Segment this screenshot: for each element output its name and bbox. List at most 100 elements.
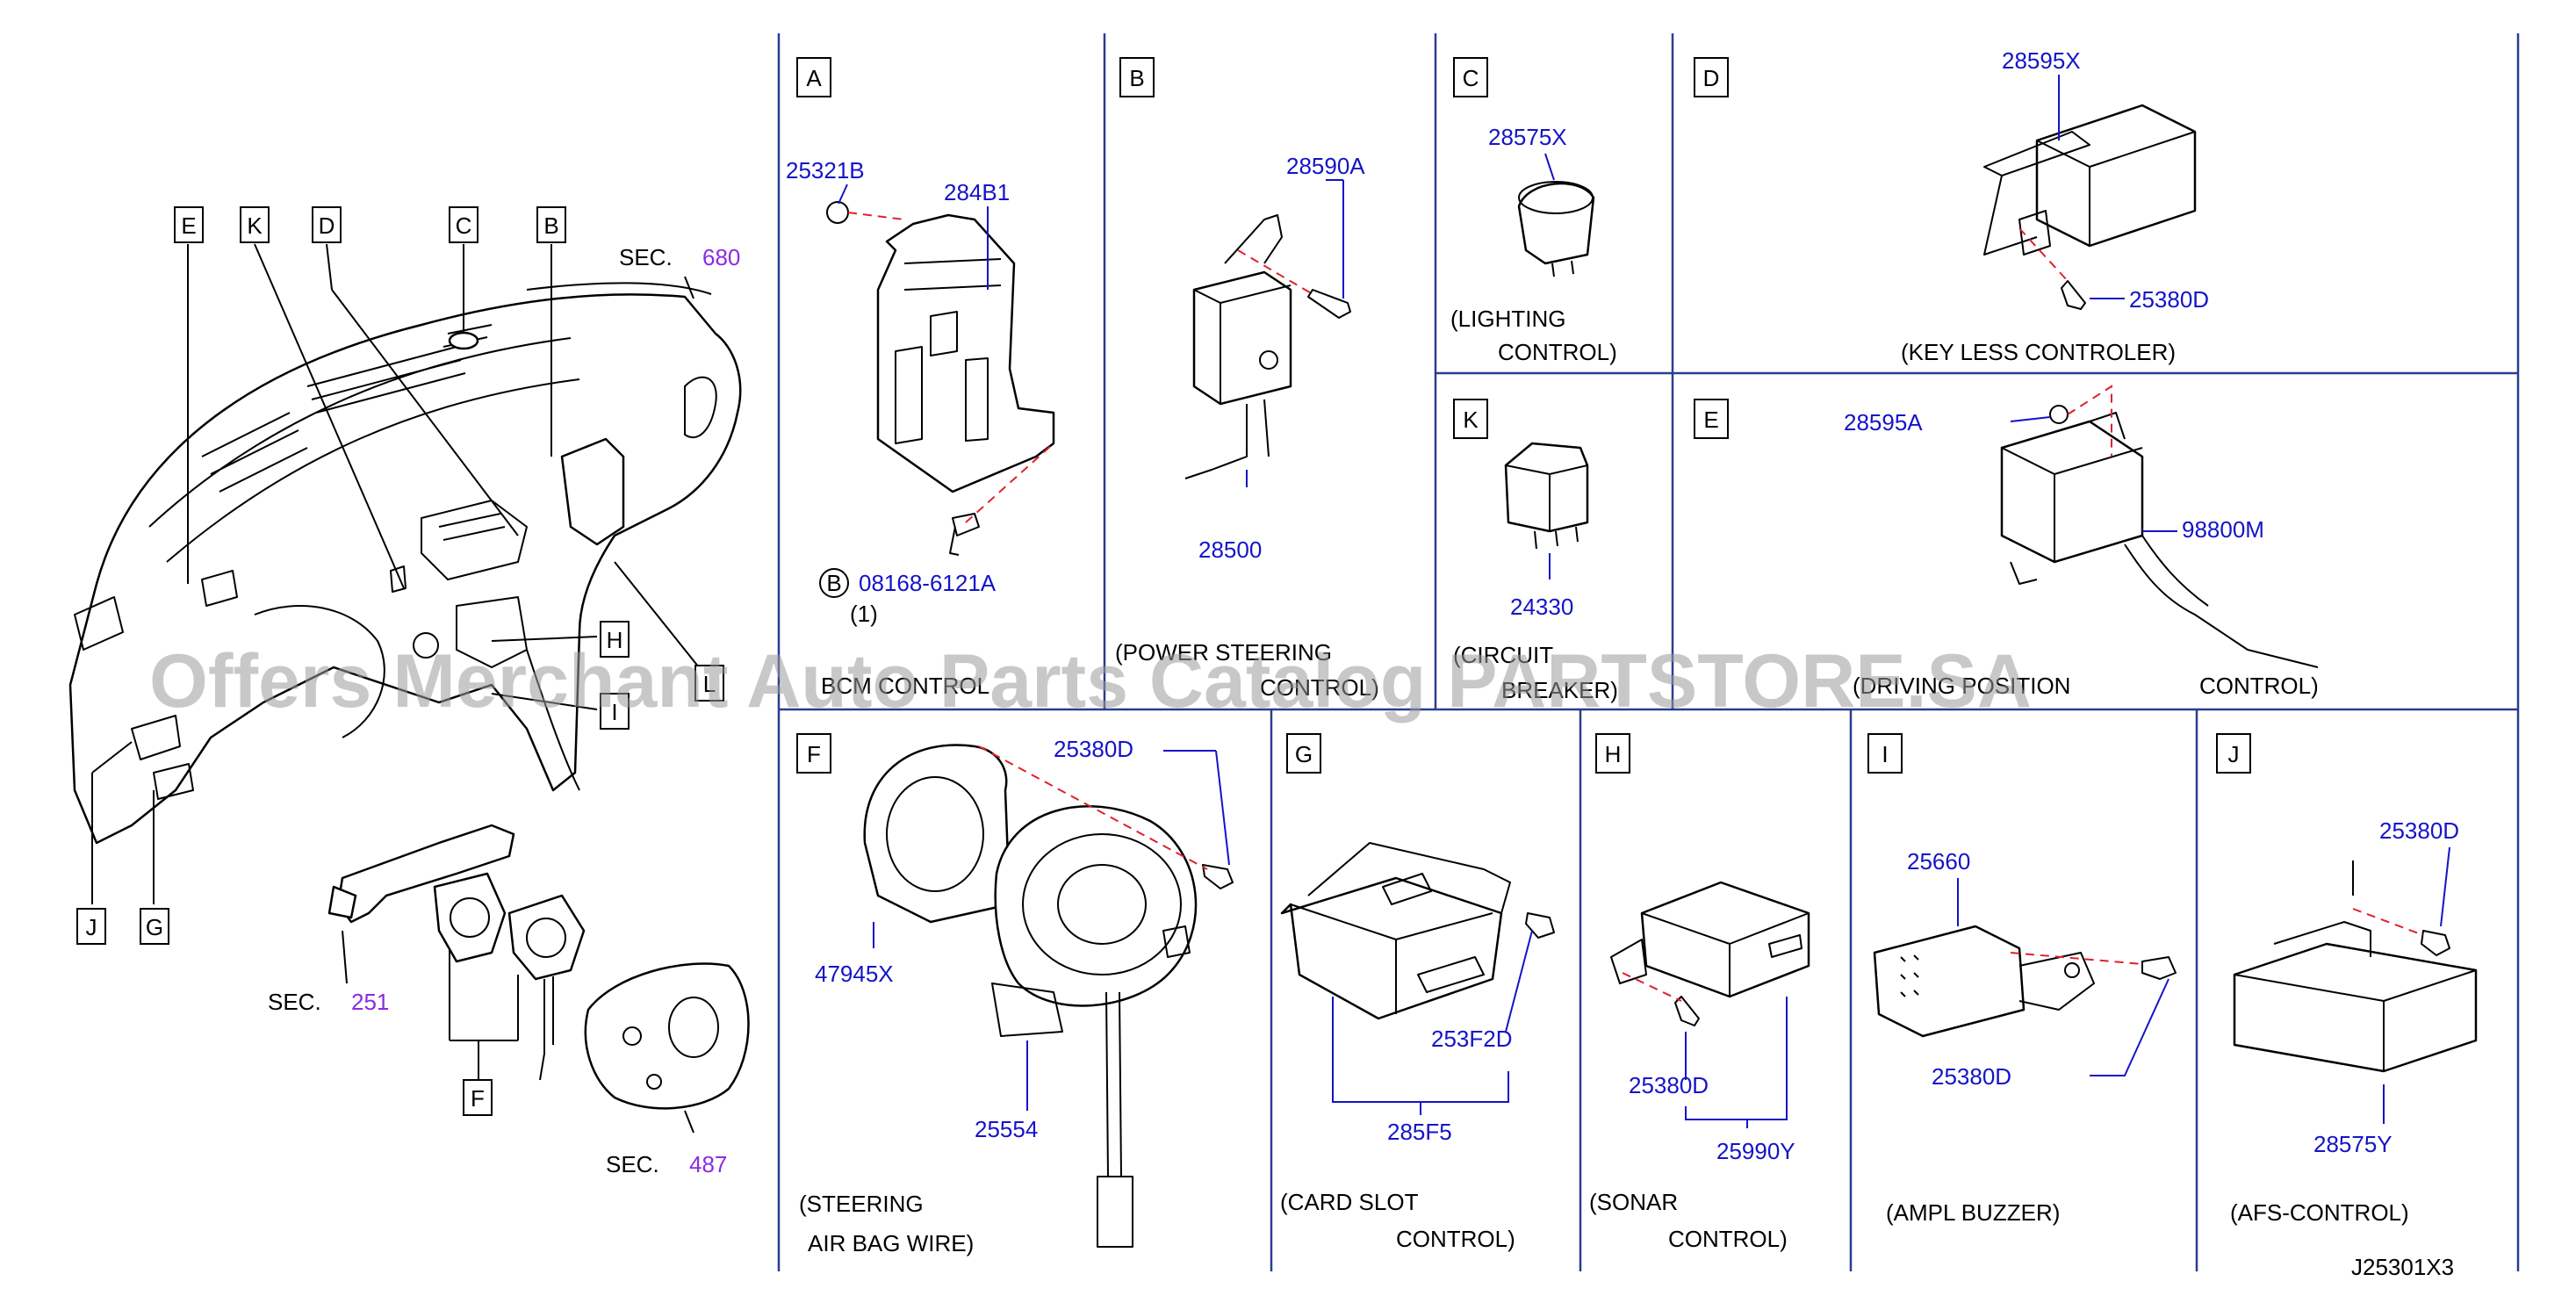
svg-text:AIR BAG WIRE): AIR BAG WIRE) (808, 1230, 974, 1256)
svg-text:25380D: 25380D (2129, 286, 2209, 313)
svg-text:G: G (1295, 741, 1313, 767)
callout-B: B (536, 206, 566, 243)
svg-text:24330: 24330 (1510, 594, 1573, 620)
panel-D: D 28595X 25380D (KEY LESS CONTROLER) (1694, 47, 2209, 365)
svg-text:25380D: 25380D (2379, 817, 2459, 844)
svg-text:(STEERING: (STEERING (799, 1191, 924, 1217)
watermark: Offers Merchant Auto Parts Catalog PARTS… (149, 639, 2032, 723)
svg-text:(LIGHTING: (LIGHTING (1450, 306, 1565, 332)
svg-text:D: D (319, 212, 335, 239)
callout-H: H (600, 621, 630, 658)
svg-text:28575X: 28575X (1488, 124, 1567, 150)
svg-text:25990Y: 25990Y (1716, 1138, 1795, 1164)
svg-text:(CARD SLOT: (CARD SLOT (1280, 1189, 1419, 1215)
svg-text:E: E (181, 212, 196, 239)
svg-text:28500: 28500 (1198, 536, 1262, 563)
diagram-code: J25301X3 (2351, 1254, 2454, 1280)
svg-text:25660: 25660 (1907, 848, 1970, 875)
svg-text:25380D: 25380D (1932, 1063, 2011, 1090)
svg-text:25554: 25554 (975, 1116, 1038, 1142)
svg-text:25380D: 25380D (1629, 1072, 1709, 1098)
svg-text:28575Y: 28575Y (2313, 1131, 2393, 1157)
panel-I: I 25660 25380D (AMPL BUZZER) (1867, 733, 2177, 1226)
panel-J: J 25380D 28575Y (AFS-CONTROL) (2216, 733, 2478, 1226)
svg-text:251: 251 (351, 989, 389, 1015)
svg-text:285F5: 285F5 (1387, 1119, 1452, 1145)
panel-C: C 28575X (LIGHTING CONTROL) (1450, 57, 1617, 365)
svg-text:F: F (807, 741, 821, 767)
svg-text:(DRIVING POSITION: (DRIVING POSITION (1853, 673, 2070, 699)
svg-text:B: B (1129, 65, 1144, 91)
svg-text:J: J (86, 914, 97, 940)
svg-text:G: G (146, 914, 163, 940)
svg-text:25380D: 25380D (1054, 736, 1133, 762)
svg-text:E: E (1703, 407, 1718, 433)
svg-text:D: D (1703, 65, 1720, 91)
svg-text:B: B (543, 212, 558, 239)
panel-A: A 25321B 284B1 B 08168-6121A (1) BCM CON… (786, 57, 1055, 699)
callout-C: C (449, 206, 479, 243)
svg-text:C: C (456, 212, 472, 239)
callout-F: F (463, 1079, 493, 1116)
sec-680-label: SEC. 680 (619, 244, 740, 270)
svg-text:08168-6121A: 08168-6121A (859, 570, 997, 596)
svg-text:28595X: 28595X (2002, 47, 2081, 74)
callout-K: K (240, 206, 270, 243)
svg-text:487: 487 (689, 1151, 727, 1177)
panel-E: E 28595A 98800M (DRIVING POSITION CONTRO… (1694, 385, 2319, 699)
svg-text:CONTROL): CONTROL) (2199, 673, 2319, 699)
svg-text:28595A: 28595A (1844, 409, 1923, 436)
callout-J: J (76, 908, 106, 945)
panel-G: G 253F2D 285F5 (CARD SLOT CONTROL) (1280, 733, 1555, 1252)
svg-text:(KEY LESS CONTROLER): (KEY LESS CONTROLER) (1901, 339, 2176, 365)
panel-grid (777, 33, 2520, 1271)
svg-text:C: C (1463, 65, 1479, 91)
svg-text:I: I (611, 699, 617, 725)
callout-E: E (174, 206, 204, 243)
callout-D: D (312, 206, 342, 243)
svg-text:H: H (1605, 741, 1622, 767)
svg-text:253F2D: 253F2D (1431, 1026, 1513, 1052)
svg-text:(AFS-CONTROL): (AFS-CONTROL) (2230, 1199, 2409, 1226)
svg-text:(AMPL BUZZER): (AMPL BUZZER) (1886, 1199, 2060, 1226)
panel-F: F 25380D 47945X 25554 (STEERING AIR BAG … (796, 733, 1234, 1256)
dashboard-overview: E K D C B H I L J G F SEC. 680 SEC. 251 … (68, 206, 750, 1177)
svg-text:284B1: 284B1 (944, 179, 1010, 205)
svg-text:CONTROL): CONTROL) (1260, 674, 1379, 701)
svg-text:A: A (806, 65, 822, 91)
svg-text:BCM CONTROL: BCM CONTROL (821, 673, 989, 699)
svg-text:BREAKER): BREAKER) (1501, 677, 1618, 703)
svg-text:SEC.: SEC. (268, 989, 321, 1015)
svg-text:SEC.: SEC. (606, 1151, 659, 1177)
svg-text:CONTROL): CONTROL) (1668, 1226, 1788, 1252)
svg-text:CONTROL): CONTROL) (1498, 339, 1617, 365)
sec-487-label: SEC. 487 (606, 1151, 727, 1177)
svg-text:H: H (607, 627, 623, 653)
svg-text:25321B: 25321B (786, 157, 865, 184)
svg-text:B: B (826, 570, 841, 596)
svg-text:47945X: 47945X (815, 961, 894, 987)
svg-text:(CIRCUIT: (CIRCUIT (1453, 642, 1553, 668)
svg-text:680: 680 (702, 244, 740, 270)
svg-text:28590A: 28590A (1286, 153, 1365, 179)
svg-text:F: F (471, 1085, 485, 1112)
callout-I: I (600, 693, 630, 730)
svg-text:(POWER STEERING: (POWER STEERING (1115, 639, 1332, 666)
panel-B: B 28590A 28500 (POWER STEERING CONTROL) (1115, 57, 1379, 701)
panel-H: H 25380D 25990Y (SONAR CONTROL) (1589, 733, 1810, 1252)
svg-text:J: J (2228, 741, 2240, 767)
svg-text:CONTROL): CONTROL) (1396, 1226, 1515, 1252)
svg-text:I: I (1882, 741, 1888, 767)
sec-251-label: SEC. 251 (268, 989, 389, 1015)
svg-text:(SONAR: (SONAR (1589, 1189, 1678, 1215)
callout-L: L (694, 665, 724, 702)
callout-G: G (140, 908, 169, 945)
svg-text:(1): (1) (850, 601, 878, 627)
panel-K: K 24330 (CIRCUIT BREAKER) (1453, 399, 1618, 703)
svg-text:K: K (1463, 407, 1479, 433)
svg-text:K: K (247, 212, 263, 239)
svg-text:L: L (703, 671, 716, 697)
svg-text:98800M: 98800M (2182, 516, 2264, 543)
svg-text:SEC.: SEC. (619, 244, 673, 270)
